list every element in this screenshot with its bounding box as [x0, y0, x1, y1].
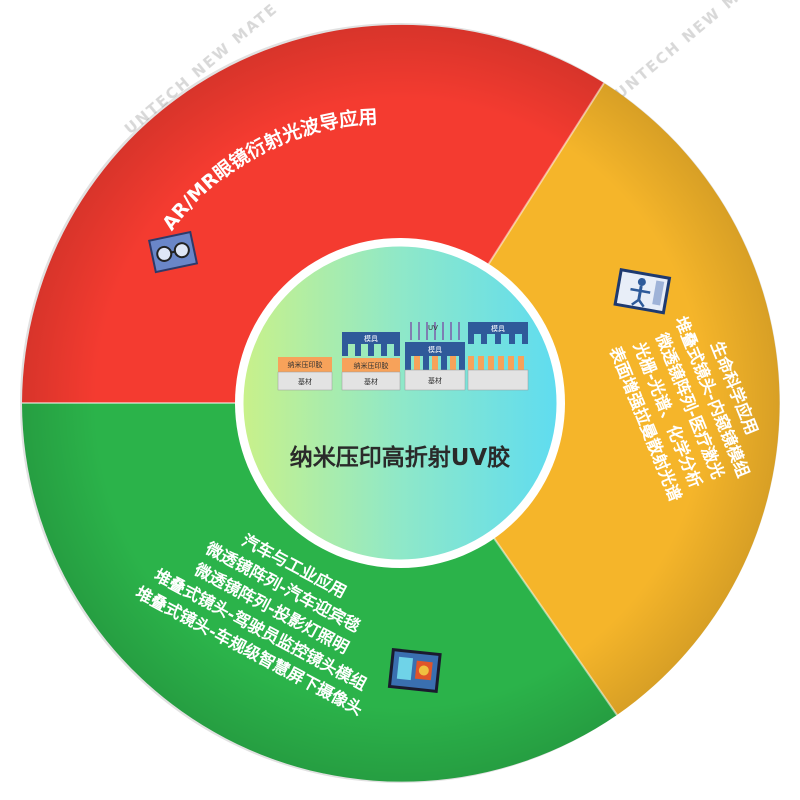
- process-step-demold: 模具: [467, 322, 529, 391]
- automotive-camera-icon: [387, 648, 442, 694]
- mold-label: 模具: [364, 334, 378, 343]
- center-title: 纳米压印高折射UV胶: [290, 444, 510, 471]
- mold-label: 模具: [428, 345, 442, 354]
- process-step-uv-cure: UV 模具 基材: [404, 322, 466, 391]
- substrate-label: 基材: [298, 377, 312, 386]
- process-step-coat: 纳米压印胶 基材: [277, 357, 333, 391]
- glue-label: 纳米压印胶: [354, 361, 389, 370]
- mold-label: 模具: [491, 324, 505, 333]
- process-step-mold: 模具 纳米压印胶 基材: [341, 332, 401, 391]
- center-hub: 纳米压印胶 基材 模具 纳米压印胶 基材 UV: [235, 238, 565, 568]
- uv-label: UV: [428, 324, 438, 332]
- ar-glasses-icon: [148, 230, 199, 274]
- glue-label: 纳米压印胶: [288, 360, 323, 369]
- watermark-text: UNTECH NEW MATE: [611, 0, 772, 103]
- medical-scan-icon: [613, 268, 672, 315]
- substrate-label: 基材: [428, 376, 442, 385]
- automotive-label-group: 汽车与工业应用 微透镜阵列-汽车迎宾毯 微透镜阵列-投影灯照明 堆叠式镜头-驾驶…: [132, 530, 442, 719]
- substrate-label: 基材: [364, 377, 378, 386]
